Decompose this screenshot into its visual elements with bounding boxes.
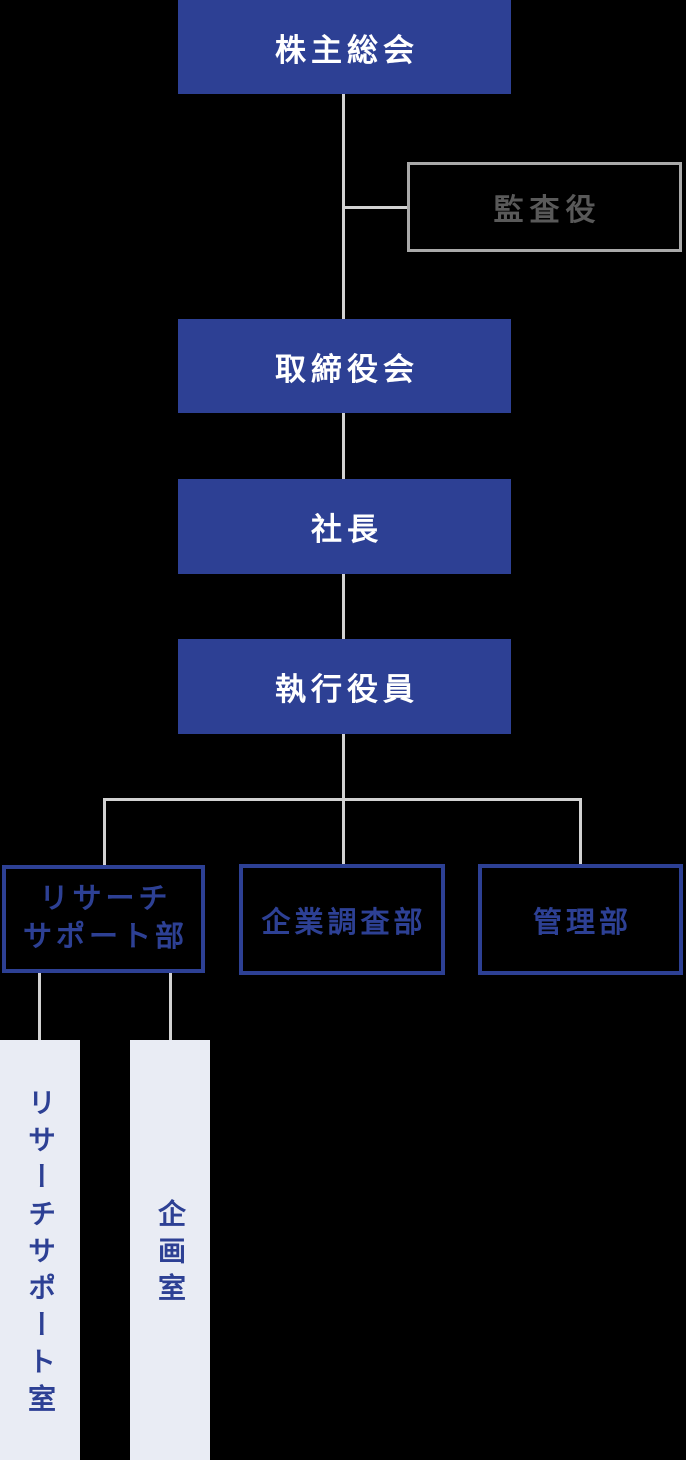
connector-president-to-executives [342, 574, 345, 639]
node-board-of-directors: 取締役会 [178, 319, 511, 413]
connector-executives-to-branch [342, 734, 345, 800]
node-label: 監査役 [493, 194, 602, 227]
node-label: 社長 [311, 512, 383, 547]
connector-board-to-president [342, 413, 345, 479]
node-label: 企業調査部 [261, 906, 427, 939]
connector-drop-research-support-dept [103, 800, 106, 865]
connector-auditor-branch [343, 206, 407, 209]
node-auditor: 監査役 [407, 162, 682, 252]
node-label: 執行役員 [275, 672, 419, 707]
node-planning-office: 企画室 [130, 1040, 210, 1460]
connector-drop-corporate-research-dept [342, 800, 345, 865]
connector-drop-research-support-office [38, 972, 41, 1040]
node-label: リサーチサポート室 [25, 1088, 56, 1421]
node-label: リサーチ サポート部 [22, 883, 188, 953]
node-research-support-office: リサーチサポート室 [0, 1040, 80, 1460]
connector-departments-horizontal [103, 798, 582, 801]
node-executive-officers: 執行役員 [178, 639, 511, 734]
connector-drop-admin-dept [579, 800, 582, 864]
node-label: 株主総会 [275, 32, 419, 68]
connector-drop-planning-office [169, 972, 172, 1040]
node-label: 企画室 [155, 1199, 186, 1310]
node-corporate-research-dept: 企業調査部 [239, 864, 445, 975]
node-president: 社長 [178, 479, 511, 574]
node-label: 管理部 [532, 906, 632, 939]
node-label: 取締役会 [275, 351, 419, 387]
node-research-support-dept: リサーチ サポート部 [2, 865, 205, 973]
node-shareholders-meeting: 株主総会 [178, 0, 511, 94]
node-admin-dept: 管理部 [478, 864, 683, 975]
